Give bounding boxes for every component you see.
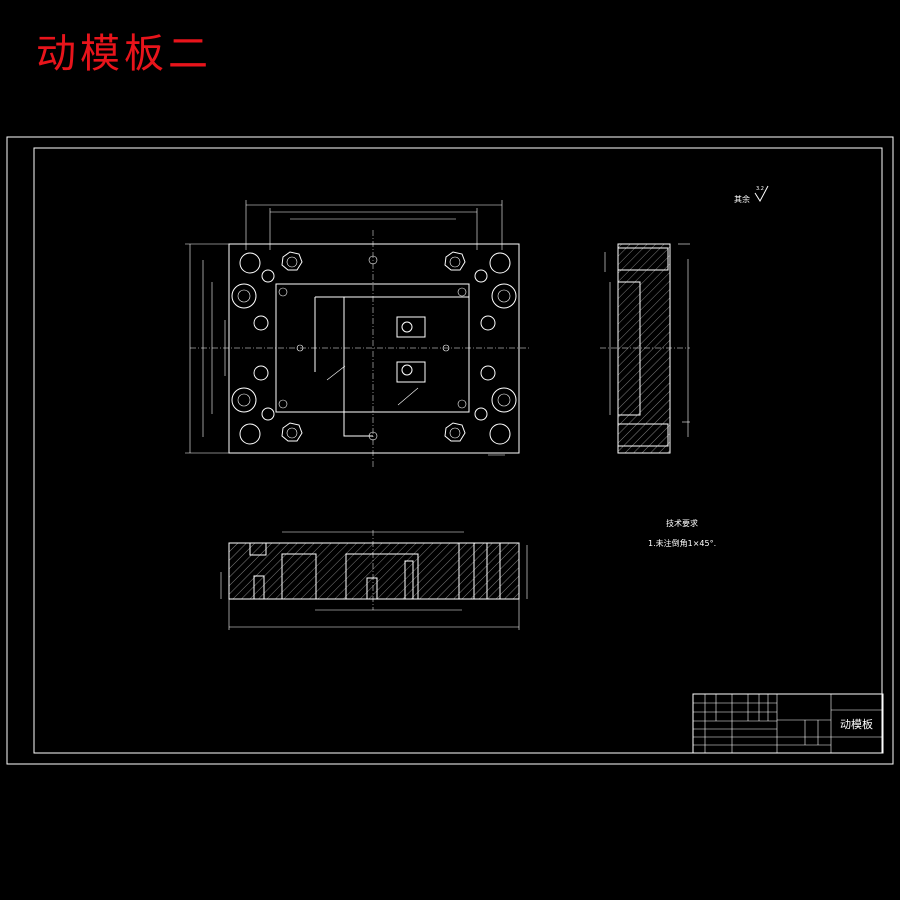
part-name: 动模板	[840, 717, 873, 731]
side-section-view	[600, 243, 690, 454]
tech-req-item-1: 1.未注倒角1×45°.	[648, 538, 716, 548]
outer-frame	[6, 136, 894, 765]
roughness-value: 3.2	[756, 186, 764, 192]
drawing-title: 动模板二	[36, 31, 212, 77]
front-section-view	[220, 530, 528, 630]
title-block: 动模板	[692, 693, 884, 754]
tech-req-heading: 技术要求	[666, 518, 698, 528]
plan-view	[185, 200, 530, 468]
roughness-symbol: 其余 3.2	[734, 185, 769, 204]
screw-holes	[253, 251, 496, 442]
technical-requirements: 技术要求 1.未注倒角1×45°.	[648, 518, 716, 548]
roughness-label: 其余	[734, 194, 750, 204]
guide-pin-holes	[231, 252, 517, 445]
dimension-lines	[185, 200, 505, 456]
inner-frame	[33, 147, 883, 754]
